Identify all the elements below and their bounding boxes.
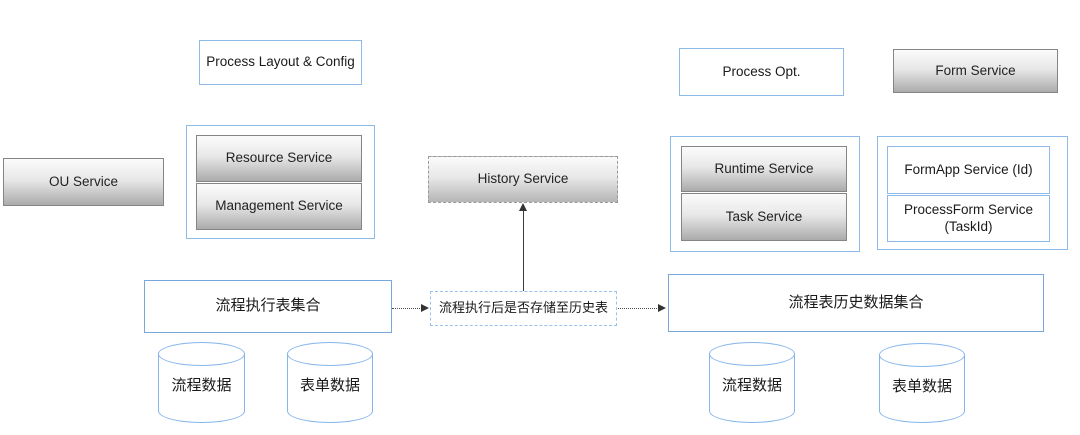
db-process-data-right: 流程数据	[709, 342, 795, 423]
db-process-data-left: 流程数据	[158, 342, 245, 423]
db-label: 流程数据	[171, 377, 232, 395]
node-label: Process Opt.	[722, 63, 801, 79]
node-label: FormApp Service (Id)	[904, 161, 1033, 177]
arrowhead-right-icon	[421, 304, 429, 312]
node-label: Form Service	[935, 62, 1016, 78]
db-label: 表单数据	[299, 377, 360, 395]
cylinder-top	[709, 342, 795, 366]
db-form-data-right: 表单数据	[879, 343, 965, 423]
node-label: Process Layout & Config	[206, 54, 355, 70]
node-resource-service: Resource Service	[196, 135, 362, 182]
cylinder-top	[287, 342, 373, 366]
node-management-service: Management Service	[196, 183, 362, 230]
node-process-layout-config: Process Layout & Config	[199, 40, 362, 85]
node-history-service: History Service	[428, 156, 618, 203]
node-history-store-decision: 流程执行后是否存储至历史表	[430, 291, 617, 326]
node-label: Task Service	[725, 208, 803, 224]
node-label: Resource Service	[225, 150, 333, 166]
node-formapp-service: FormApp Service (Id)	[887, 146, 1050, 194]
node-exec-tables: 流程执行表集合	[144, 280, 392, 333]
node-process-opt: Process Opt.	[679, 48, 844, 96]
cylinder-body	[709, 354, 795, 423]
node-history-tables: 流程表历史数据集合	[668, 274, 1044, 332]
cylinder-top	[879, 343, 965, 367]
arrowhead-up-icon	[519, 203, 527, 211]
node-label: 流程执行后是否存储至历史表	[438, 300, 608, 316]
db-form-data-left: 表单数据	[287, 342, 373, 423]
node-task-service: Task Service	[681, 193, 847, 241]
cylinder-top	[158, 342, 245, 366]
arrow-decision-to-history-tables	[618, 308, 659, 309]
node-processform-service: ProcessForm Service (TaskId)	[887, 195, 1050, 242]
arrowhead-right-icon	[658, 304, 666, 312]
node-label: Runtime Service	[714, 160, 814, 176]
node-label: History Service	[477, 171, 569, 187]
node-ou-service: OU Service	[3, 158, 164, 206]
cylinder-body	[158, 354, 245, 423]
node-form-service: Form Service	[893, 49, 1058, 93]
node-label: OU Service	[48, 173, 119, 189]
arrow-decision-to-history-service	[523, 210, 524, 291]
node-label: ProcessForm Service (TaskId)	[903, 201, 1034, 234]
db-label: 表单数据	[891, 378, 952, 395]
arrow-exec-to-decision	[392, 308, 422, 309]
node-label: 流程表历史数据集合	[788, 293, 924, 311]
db-label: 流程数据	[721, 377, 782, 395]
node-label: Management Service	[215, 198, 343, 214]
node-runtime-service: Runtime Service	[681, 146, 847, 192]
node-label: 流程执行表集合	[215, 297, 321, 315]
